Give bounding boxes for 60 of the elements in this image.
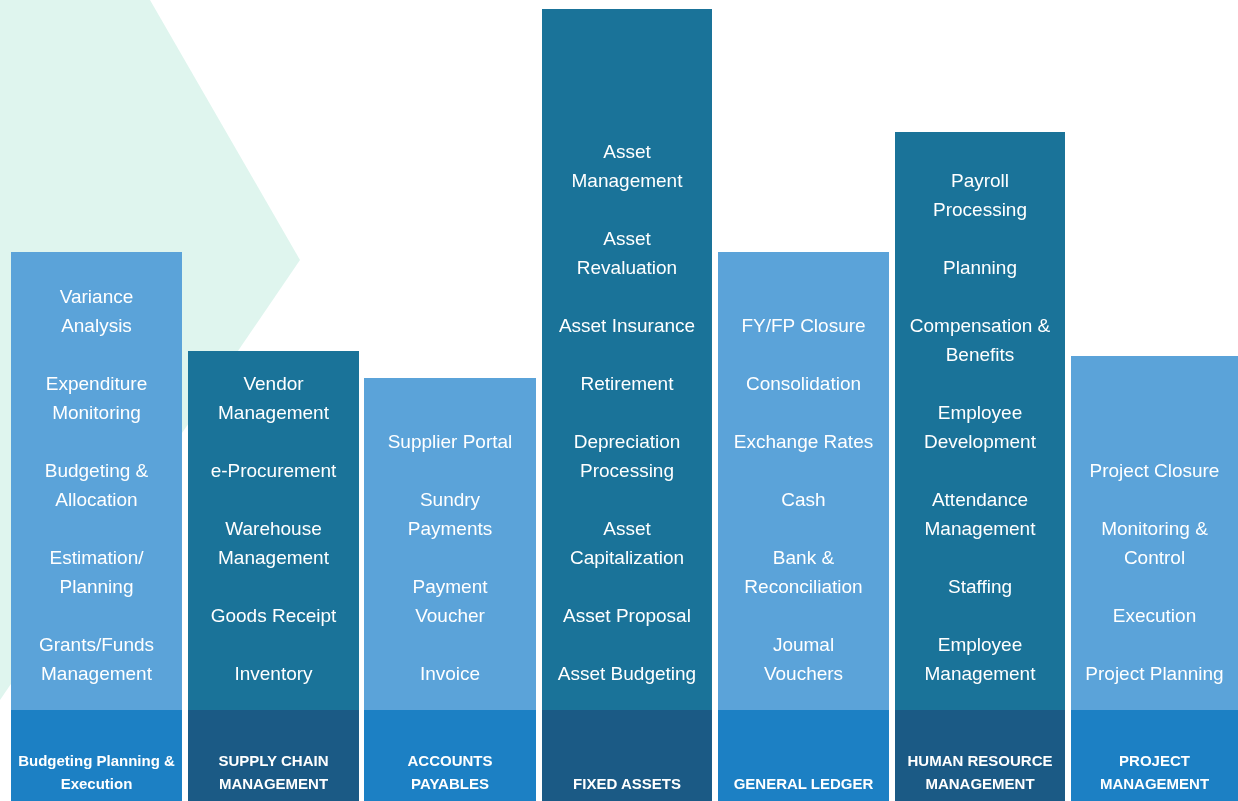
module-title: GENERAL LEDGER	[733, 774, 874, 794]
module-column	[188, 351, 359, 710]
feature-text: Asset Insurance	[558, 314, 696, 338]
module-column	[542, 9, 712, 710]
module-column	[895, 132, 1065, 710]
feature-text: Goods Receipt	[210, 604, 337, 628]
feature-text: Compensation & Benefits	[909, 314, 1051, 367]
module-column	[364, 378, 536, 710]
feature-text: Budgeting & Allocation	[43, 459, 150, 512]
module-column	[1071, 356, 1238, 710]
feature-text: Consolidation	[745, 372, 862, 396]
feature-text: Asset Budgeting	[557, 662, 697, 686]
feature-text: Joumal Vouchers	[762, 633, 845, 686]
feature-text: Project Closure	[1089, 459, 1220, 483]
feature-text: Grants/Funds Management	[37, 633, 156, 686]
feature-text: Variance Analysis	[58, 285, 135, 338]
module-title: Budgeting Planning & Execution	[17, 751, 176, 794]
feature-text: Attendance Management	[923, 488, 1037, 541]
module-footer	[895, 710, 1065, 801]
feature-text: Employee Management	[923, 633, 1037, 686]
feature-text: Planning	[943, 256, 1017, 280]
feature-text: Inventory	[234, 662, 313, 686]
feature-text: Asset Capitalization	[568, 517, 686, 570]
module-column	[718, 252, 889, 710]
module-footer	[542, 710, 712, 801]
module-title: ACCOUNTS PAYABLES	[406, 751, 494, 794]
feature-text: Depreciation Processing	[572, 430, 682, 483]
feature-text: Payroll Processing	[932, 169, 1028, 222]
feature-text: Retirement	[580, 372, 674, 396]
feature-text: Vendor Management	[217, 372, 330, 425]
feature-text: Staffing	[947, 575, 1013, 599]
module-title: SUPPLY CHAIN MANAGEMENT	[217, 751, 330, 794]
feature-text: Payment Voucher	[411, 575, 489, 628]
module-title: HUMAN RESOURCE MANAGEMENT	[906, 751, 1054, 794]
feature-text: Execution	[1112, 604, 1197, 628]
module-footer	[188, 710, 359, 801]
feature-text: Warehouse Management	[217, 517, 330, 570]
feature-text: Asset Management	[570, 140, 684, 193]
feature-text: Employee Development	[923, 401, 1037, 454]
module-title: FIXED ASSETS	[573, 774, 681, 794]
feature-text: FY/FP Closure	[741, 314, 866, 338]
feature-text: Supplier Portal	[387, 430, 513, 454]
feature-text: Asset Proposal	[563, 604, 691, 628]
module-footer	[11, 710, 182, 801]
feature-text: e-Procurement	[210, 459, 337, 483]
feature-text: Cash	[781, 488, 826, 512]
feature-text: Expenditure Monitoring	[44, 372, 149, 425]
feature-text: Monitoring & Control	[1100, 517, 1209, 570]
module-footer	[718, 710, 889, 801]
feature-text: Sundry Payments	[406, 488, 494, 541]
module-footer	[364, 710, 536, 801]
feature-text: Estimation/ Planning	[48, 546, 145, 599]
feature-text: Asset Revaluation	[575, 227, 679, 280]
feature-text: Project Planning	[1085, 662, 1224, 686]
feature-text: Bank & Reconciliation	[743, 546, 864, 599]
module-title: PROJECT MANAGEMENT	[1098, 751, 1211, 794]
feature-text: Invoice	[419, 662, 481, 686]
module-column	[11, 252, 182, 710]
feature-text: Exchange Rates	[733, 430, 874, 454]
module-footer	[1071, 710, 1238, 801]
